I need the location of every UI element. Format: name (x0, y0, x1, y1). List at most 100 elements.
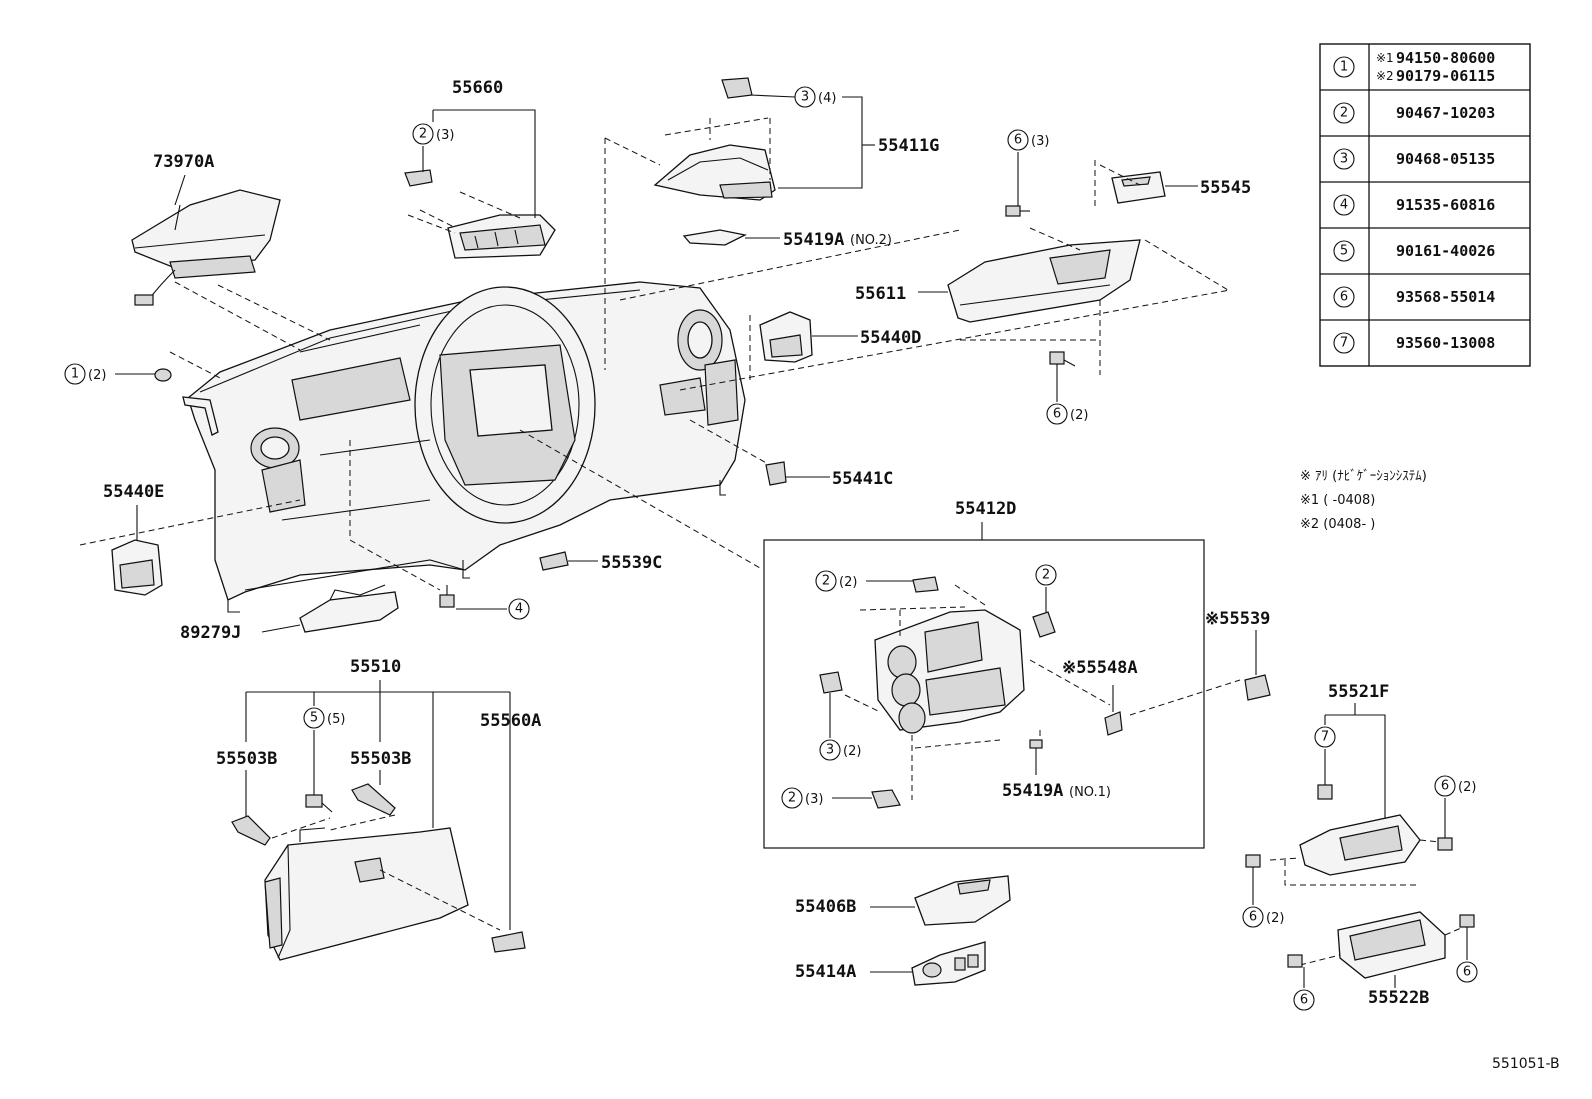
svg-text:2: 2 (1042, 568, 1050, 583)
cover-55548A (1104, 711, 1123, 736)
part-label-89279J: 89279J (180, 623, 241, 643)
bolt-6-lower-left (1287, 954, 1303, 968)
box-cover-55545 (1111, 171, 1166, 204)
callout-6: 6 (2) (1242, 906, 1284, 928)
clip-2-top (912, 576, 939, 593)
part-label-55545: 55545 (1200, 178, 1251, 198)
table-part-number: 93568-55014 (1396, 288, 1495, 306)
table-part-number: 90467-10203 (1396, 104, 1495, 122)
table-row: 6 93568-55014 (1333, 286, 1495, 308)
part-label-55419A-no2: 55419A (783, 230, 844, 250)
clip-1 (154, 368, 172, 382)
svg-text:6: 6 (1463, 965, 1471, 980)
part-label-55414A: 55414A (795, 962, 856, 982)
table-part-number: 91535-60816 (1396, 196, 1495, 214)
table-part-number: 93560-13008 (1396, 334, 1495, 352)
callout-3: 3 (2) (819, 739, 861, 761)
callout-6: 6 (1293, 989, 1315, 1011)
callout-5: 5 (5) (303, 707, 345, 729)
svg-text:3: 3 (826, 743, 834, 758)
svg-text:(2): (2) (1070, 408, 1088, 423)
notes: ※ ｱﾘ (ﾅﾋﾞｹﾞｰｼｮﾝｼｽﾃﾑ) ※1 ( -0408) ※2 (040… (1300, 469, 1427, 532)
stopper-55503B-left (231, 815, 271, 846)
part-label-55510: 55510 (350, 657, 401, 677)
part-label-55660: 55660 (452, 78, 503, 98)
table-row: 2 90467-10203 (1333, 102, 1495, 124)
callout-2: 2 (3) (781, 787, 823, 809)
svg-text:7: 7 (1321, 730, 1329, 745)
part-label-55503B-right: 55503B (350, 749, 411, 769)
glove-box (264, 827, 469, 961)
instrument-panel-assembly (182, 281, 746, 613)
callout-3: 3 (4) (794, 86, 836, 108)
part-label-55411G: 55411G (878, 136, 939, 156)
panel-55406B (914, 875, 1011, 926)
svg-text:6: 6 (1014, 133, 1022, 148)
callout-6: 6 (2) (1046, 403, 1088, 425)
clip-2-bottom (871, 789, 901, 809)
center-cluster-panel (874, 609, 1025, 734)
upper-panel-55611 (947, 239, 1141, 323)
part-label-55503B-left: 55503B (216, 749, 277, 769)
bracket-89279J (299, 584, 399, 633)
airbag-module (131, 189, 281, 306)
part-label-73970A: 73970A (153, 152, 214, 172)
part-label-55560A: 55560A (480, 711, 541, 731)
table-ref: 6 (1340, 290, 1348, 305)
svg-text:6: 6 (1300, 993, 1308, 1008)
table-ref: 4 (1340, 198, 1348, 213)
table-ref: 2 (1340, 106, 1348, 121)
callout-2: 2 (2) (815, 570, 857, 592)
note-period-2: ※2 (0408- ) (1300, 517, 1375, 532)
part-label-55412D: 55412D (955, 499, 1016, 519)
svg-text:(2): (2) (88, 368, 106, 383)
vent-cover-55440E (111, 539, 163, 596)
bolt-6-mid (1049, 351, 1076, 367)
clip-55539C (539, 551, 569, 571)
table-part-number: 94150-80600 (1396, 49, 1495, 67)
table-ref: 3 (1340, 152, 1348, 167)
part-label-55611: 55611 (855, 284, 906, 304)
note-navigation: ※ ｱﾘ (ﾅﾋﾞｹﾞｰｼｮﾝｼｽﾃﾑ) (1300, 469, 1427, 484)
callout-6: 6 (3) (1007, 129, 1049, 151)
part-label-55440E: 55440E (103, 482, 164, 502)
svg-text:(3): (3) (1031, 134, 1049, 149)
svg-text:(2): (2) (1266, 911, 1284, 926)
part-label-55548A: ※55548A (1062, 658, 1138, 678)
diagram-id: 551051-B (1492, 1056, 1560, 1072)
table-row: 3 90468-05135 (1333, 148, 1495, 170)
svg-text:(2): (2) (1458, 780, 1476, 795)
part-label-55539C: 55539C (601, 553, 662, 573)
table-row: 1 ※1 94150-80600 ※2 90179-06115 (1333, 49, 1495, 85)
svg-text:5: 5 (310, 711, 318, 726)
svg-text:4: 4 (515, 602, 523, 617)
screw-7 (1317, 784, 1333, 800)
bolt-6-right (1437, 837, 1453, 851)
table-mark: ※2 (1376, 69, 1394, 83)
part-label-55539: ※55539 (1205, 609, 1270, 629)
bolt-4 (439, 585, 455, 608)
table-ref: 5 (1340, 244, 1348, 259)
part-label-55441C: 55441C (832, 469, 893, 489)
svg-text:6: 6 (1053, 407, 1061, 422)
cover-55419A-no1 (1029, 739, 1043, 749)
detail-box-55412D (763, 539, 1205, 849)
table-ref: 7 (1340, 336, 1348, 351)
callout-2: 2 (1035, 564, 1057, 586)
table-row: 5 90161-40026 (1333, 240, 1495, 262)
assembly-guide-lines (79, 137, 1231, 591)
table-part-number: 90161-40026 (1396, 242, 1495, 260)
svg-text:(2): (2) (839, 575, 857, 590)
callout-1: 1 (2) (64, 363, 106, 385)
switch-panel-55414A (911, 941, 986, 986)
callout-7: 7 (1314, 726, 1336, 748)
part-label-55522B: 55522B (1368, 988, 1429, 1008)
svg-text:(5): (5) (327, 712, 345, 727)
screw-5 (305, 794, 333, 813)
part-label-55440D: 55440D (860, 328, 921, 348)
cover-55539 (1244, 674, 1271, 701)
svg-text:(2): (2) (843, 744, 861, 759)
svg-text:6: 6 (1249, 910, 1257, 925)
svg-text:2: 2 (419, 127, 427, 142)
